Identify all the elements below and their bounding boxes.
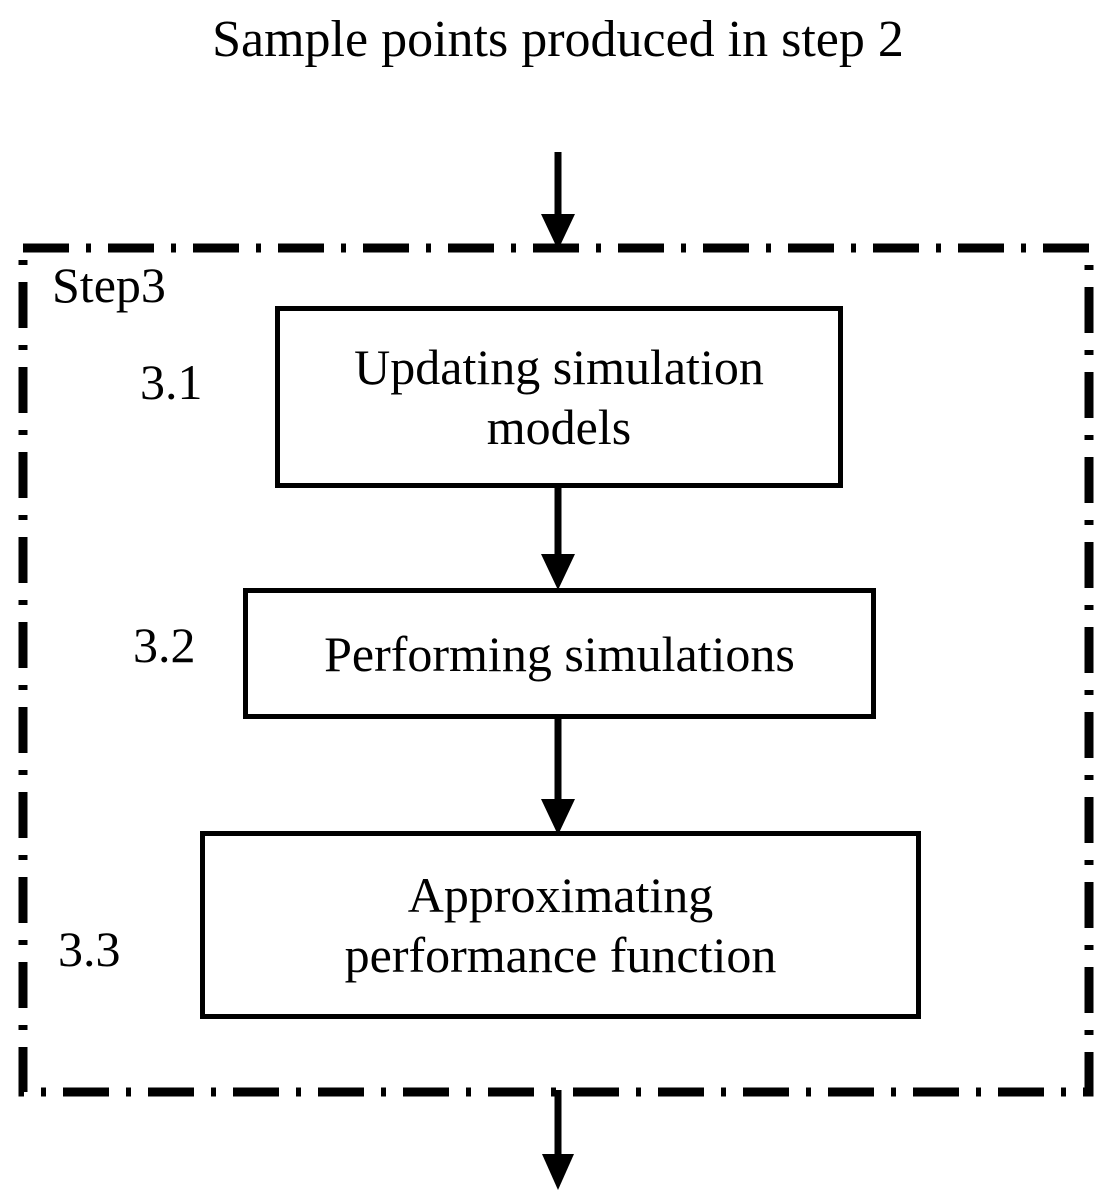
process-box-performing-simulations-label: Performing simulations <box>324 625 795 682</box>
step3-group-label: Step3 <box>52 257 166 313</box>
substep-number-3-3: 3.3 <box>58 921 121 977</box>
process-box-updating-simulation-models: Updating simulation models <box>275 306 843 488</box>
process-box-approximating-performance-function: Approximating performance function <box>200 831 921 1019</box>
diagram-title: Sample points produced in step 2 <box>212 11 904 68</box>
substep-number-3-2: 3.2 <box>133 617 196 673</box>
process-box-performing-simulations: Performing simulations <box>243 588 876 719</box>
outgoing-arrow <box>528 1090 588 1194</box>
incoming-arrow <box>528 152 588 257</box>
process-box-updating-simulation-models-label: Updating simulation models <box>354 339 764 455</box>
process-box-approximating-performance-function-label: Approximating performance function <box>344 867 777 983</box>
substep-number-3-1: 3.1 <box>140 354 203 410</box>
